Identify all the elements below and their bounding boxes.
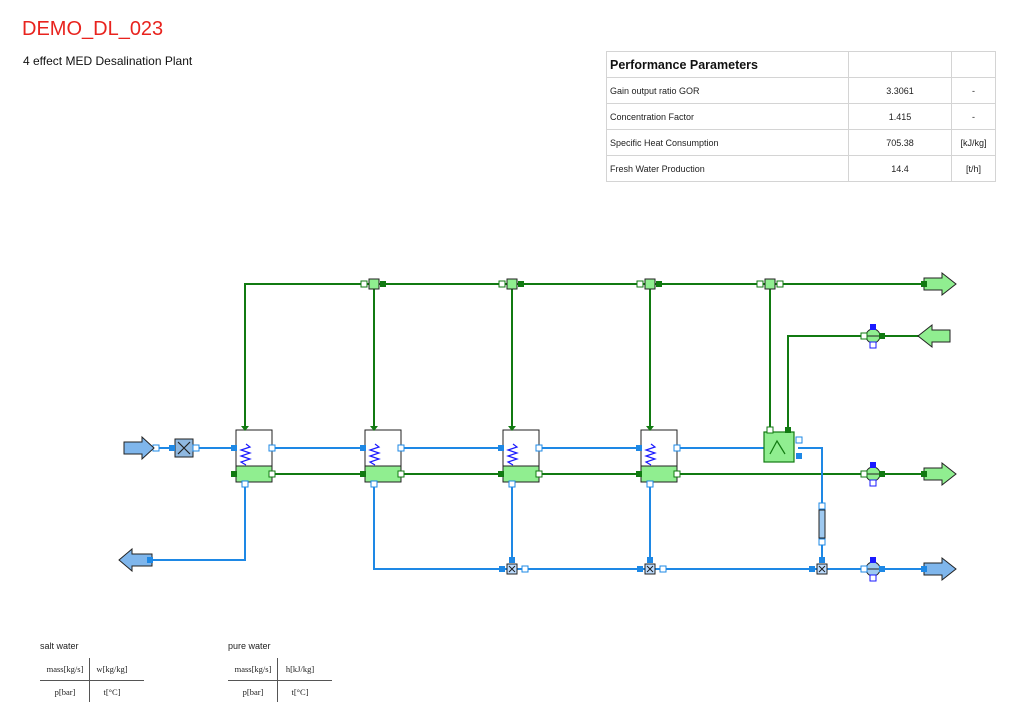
performance-table-title: Performance Parameters xyxy=(606,51,849,78)
legend-top-left: mass[kg/s] xyxy=(46,664,84,674)
legend-bottom-right: t[°C] xyxy=(291,687,309,697)
legend-bottom-left: p[bar] xyxy=(242,687,264,697)
pump-vapor-out xyxy=(860,462,885,487)
param-unit: - xyxy=(951,103,996,130)
table-row: Gain output ratio GOR 3.3061 - xyxy=(606,77,996,104)
effect-ports xyxy=(231,444,681,488)
performance-table-header: Performance Parameters xyxy=(606,51,996,78)
legend-divider xyxy=(228,680,332,681)
distillate-outlet-arrow xyxy=(921,556,957,582)
distillate-pipe-element xyxy=(818,502,826,546)
performance-header-blank xyxy=(951,51,996,78)
param-value: 1.415 xyxy=(848,103,952,130)
pump-distillate-out xyxy=(860,557,885,582)
steam-lines xyxy=(244,283,925,475)
legend-title: pure water xyxy=(228,641,271,651)
param-label: Fresh Water Production xyxy=(606,155,849,182)
table-row: Concentration Factor 1.415 - xyxy=(606,103,996,130)
legend-divider xyxy=(277,658,278,702)
param-unit: [t/h] xyxy=(951,155,996,182)
performance-table: Performance Parameters Gain output ratio… xyxy=(606,51,996,182)
table-row: Fresh Water Production 14.4 [t/h] xyxy=(606,155,996,182)
param-value: 14.4 xyxy=(848,155,952,182)
effect-4 xyxy=(640,429,678,483)
effect-1 xyxy=(235,429,273,483)
legend-pure-water: pure water mass[kg/s] h[kJ/kg] p[bar] t[… xyxy=(228,641,338,703)
page-title: DEMO_DL_023 xyxy=(22,18,164,40)
legend-top-right: w[kg/kg] xyxy=(96,664,128,674)
legend-divider xyxy=(40,680,144,681)
effect-2 xyxy=(364,429,402,483)
vapor-outlet-arrow xyxy=(921,461,957,487)
steam-outlet-arrow-top xyxy=(921,271,957,297)
inlet-valve xyxy=(152,438,200,458)
legend-top-right: h[kJ/kg] xyxy=(285,664,315,674)
legend-top-left: mass[kg/s] xyxy=(234,664,272,674)
legend-title: salt water xyxy=(40,641,79,651)
seawater-inlet-arrow xyxy=(123,435,155,461)
effect-steam-inlets xyxy=(241,426,654,431)
page-subtitle: 4 effect MED Desalination Plant xyxy=(23,54,193,68)
param-unit: - xyxy=(951,77,996,104)
param-value: 705.38 xyxy=(848,129,952,156)
condenser xyxy=(763,426,803,463)
legend-divider xyxy=(89,658,90,702)
legend-salt-water: salt water mass[kg/s] w[kg/kg] p[bar] t[… xyxy=(40,641,150,703)
legend-bottom-left: p[bar] xyxy=(54,687,76,697)
param-value: 3.3061 xyxy=(848,77,952,104)
brine-outlet-arrow xyxy=(118,547,153,573)
param-label: Gain output ratio GOR xyxy=(606,77,849,104)
param-label: Concentration Factor xyxy=(606,103,849,130)
cooling-inlet-arrow xyxy=(917,323,951,349)
distillate-mixers xyxy=(499,557,828,575)
legend-bottom-right: t[°C] xyxy=(103,687,121,697)
header-splitters xyxy=(360,278,784,290)
effect-3 xyxy=(502,429,540,483)
pump-cooling-inlet xyxy=(860,324,885,349)
